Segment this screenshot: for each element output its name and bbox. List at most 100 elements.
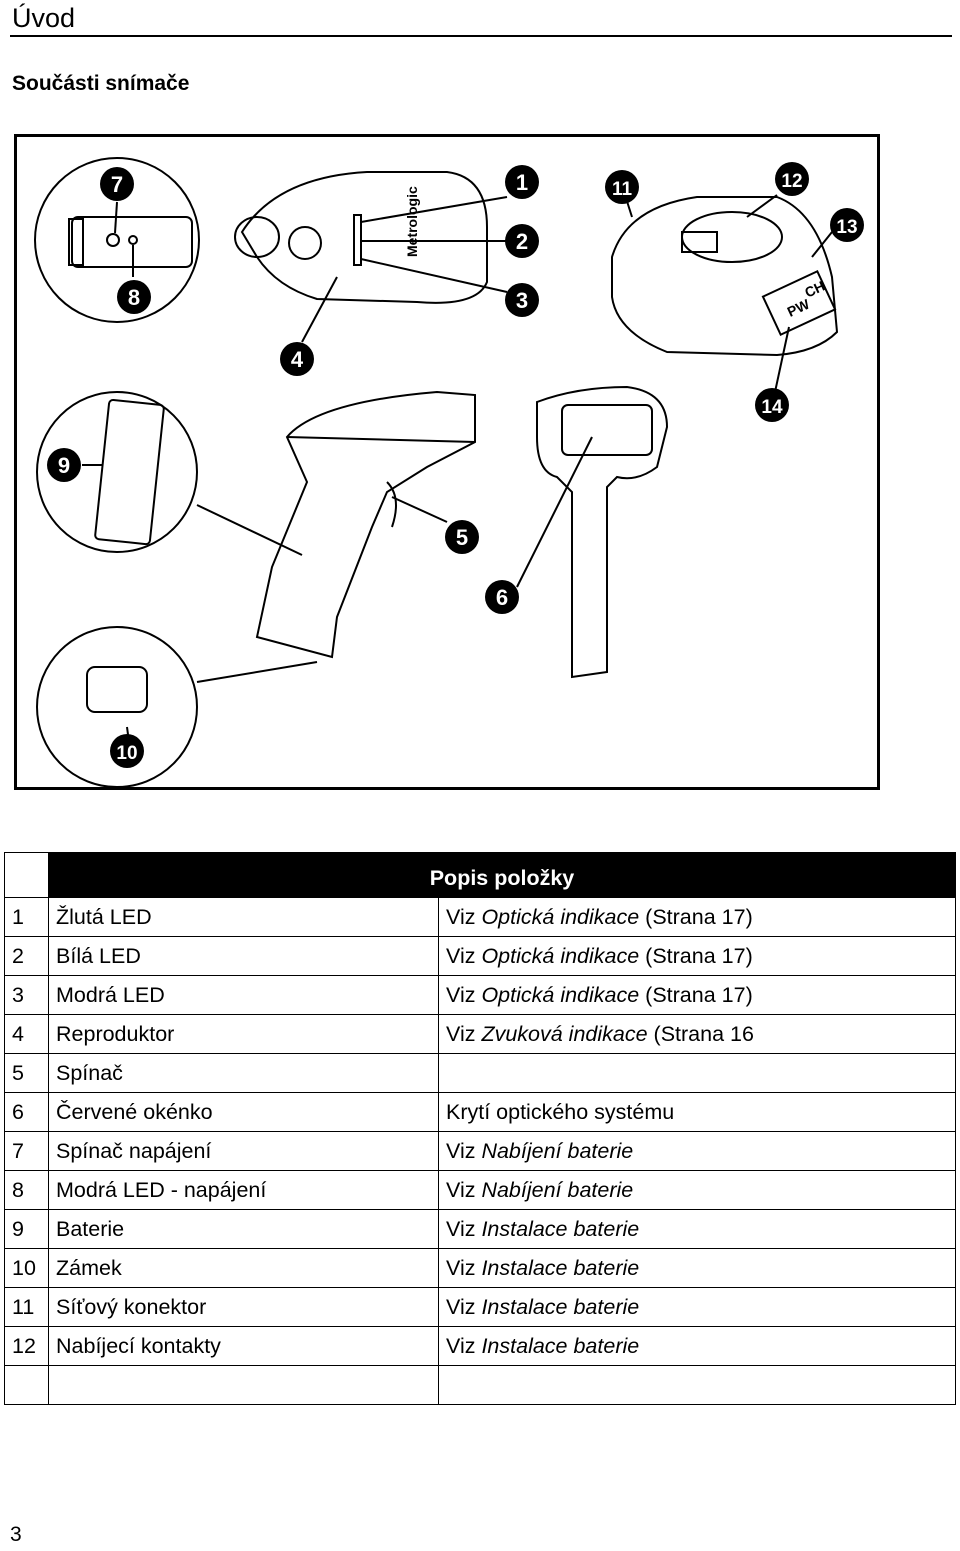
svg-text:5: 5 [456,525,468,550]
scanner-front-view [536,385,669,679]
item-name: Baterie [48,1209,439,1249]
base-label-ch: CH [802,278,827,301]
table-row [4,1365,956,1405]
item-reference: Viz Optická indikace (Strana 17) [438,897,956,937]
item-name: Spínač [48,1053,439,1093]
reference-link[interactable]: Optická indikace [481,943,640,968]
detail-circle-lock [36,626,198,787]
item-name: Červené okénko [48,1092,439,1132]
item-number: 9 [4,1209,49,1249]
svg-text:6: 6 [496,585,508,610]
scanner-parts-illustration: Metrologic PW CH 7 8 1 2 3 4 11 12 13 14… [34,157,864,787]
callout-10: 10 [110,734,144,768]
item-reference: Viz Nabíjení baterie [438,1170,956,1210]
svg-text:3: 3 [516,288,528,313]
item-number: 6 [4,1092,49,1132]
reference-suffix: (Strana 16 [647,1021,754,1046]
callout-6: 6 [485,580,519,614]
reference-link[interactable]: Optická indikace [481,904,640,929]
table-header: Popis položky [48,852,956,898]
callout-4: 4 [280,342,314,376]
callout-7: 7 [100,167,134,201]
item-number: 2 [4,936,49,976]
reference-suffix: (Strana 17) [639,943,753,968]
item-reference: Viz Nabíjení baterie [438,1131,956,1171]
scanner-side-view [255,390,476,659]
svg-text:13: 13 [836,217,857,238]
reference-link[interactable]: Zvuková indikace [481,1021,648,1046]
callout-8: 8 [117,280,151,314]
brand-label: Metrologic [404,186,420,257]
reference-prefix: Viz [446,904,482,929]
page-number: 3 [10,1523,22,1546]
svg-text:1: 1 [516,170,528,195]
item-reference: Krytí optického systému [438,1092,956,1132]
section-title: Součásti snímače [12,72,190,95]
reference-link[interactable]: Instalace baterie [481,1333,640,1358]
item-number: 12 [4,1326,49,1366]
scanner-parts-figure: Metrologic PW CH 7 8 1 2 3 4 11 12 13 14… [14,134,880,790]
reference-link[interactable]: Instalace baterie [481,1216,640,1241]
callout-14: 14 [755,388,789,422]
item-number: 1 [4,897,49,937]
reference-suffix: (Strana 17) [639,982,753,1007]
item-number [4,1365,49,1405]
item-number: 5 [4,1053,49,1093]
reference-prefix: Viz [446,1294,482,1319]
item-name: Žlutá LED [48,897,439,937]
reference-prefix: Viz [446,1333,482,1358]
reference-prefix: Viz [446,1177,482,1202]
item-reference: Viz Instalace baterie [438,1209,956,1249]
item-number: 11 [4,1287,49,1327]
item-name: Reproduktor [48,1014,439,1054]
item-reference: Viz Instalace baterie [438,1287,956,1327]
item-reference: Viz Zvuková indikace (Strana 16 [438,1014,956,1054]
callout-1: 1 [505,165,539,199]
table-header-blank [4,852,49,898]
charging-base [611,196,839,357]
detail-circle-battery [36,391,198,553]
svg-text:10: 10 [116,743,137,764]
item-number: 8 [4,1170,49,1210]
item-name: Bílá LED [48,936,439,976]
svg-text:7: 7 [111,172,123,197]
reference-prefix: Krytí optického systému [446,1099,675,1124]
item-reference: Viz Instalace baterie [438,1326,956,1366]
reference-prefix: Viz [446,1255,482,1280]
callout-12: 12 [775,162,809,196]
reference-suffix: (Strana 17) [639,904,753,929]
reference-prefix: Viz [446,943,482,968]
item-name: Modrá LED [48,975,439,1015]
item-name: Síťový konektor [48,1287,439,1327]
item-name: Modrá LED - napájení [48,1170,439,1210]
svg-text:11: 11 [612,179,633,200]
page-title: Úvod [12,3,76,33]
reference-prefix: Viz [446,1138,482,1163]
callout-3: 3 [505,283,539,317]
reference-link[interactable]: Nabíjení baterie [481,1177,634,1202]
item-reference [438,1365,956,1405]
item-number: 7 [4,1131,49,1171]
callout-2: 2 [505,224,539,258]
svg-text:2: 2 [516,229,528,254]
reference-link[interactable]: Instalace baterie [481,1294,640,1319]
table-header-row: Popis položky [4,852,956,898]
scanner-top-view [240,171,488,304]
detail-circle-power [34,157,200,323]
reference-link[interactable]: Instalace baterie [481,1255,640,1280]
reference-link[interactable]: Optická indikace [481,982,640,1007]
item-name [48,1365,439,1405]
reference-link[interactable]: Nabíjení baterie [481,1138,634,1163]
item-name: Nabíjecí kontakty [48,1326,439,1366]
reference-prefix: Viz [446,982,482,1007]
svg-text:12: 12 [781,171,802,192]
